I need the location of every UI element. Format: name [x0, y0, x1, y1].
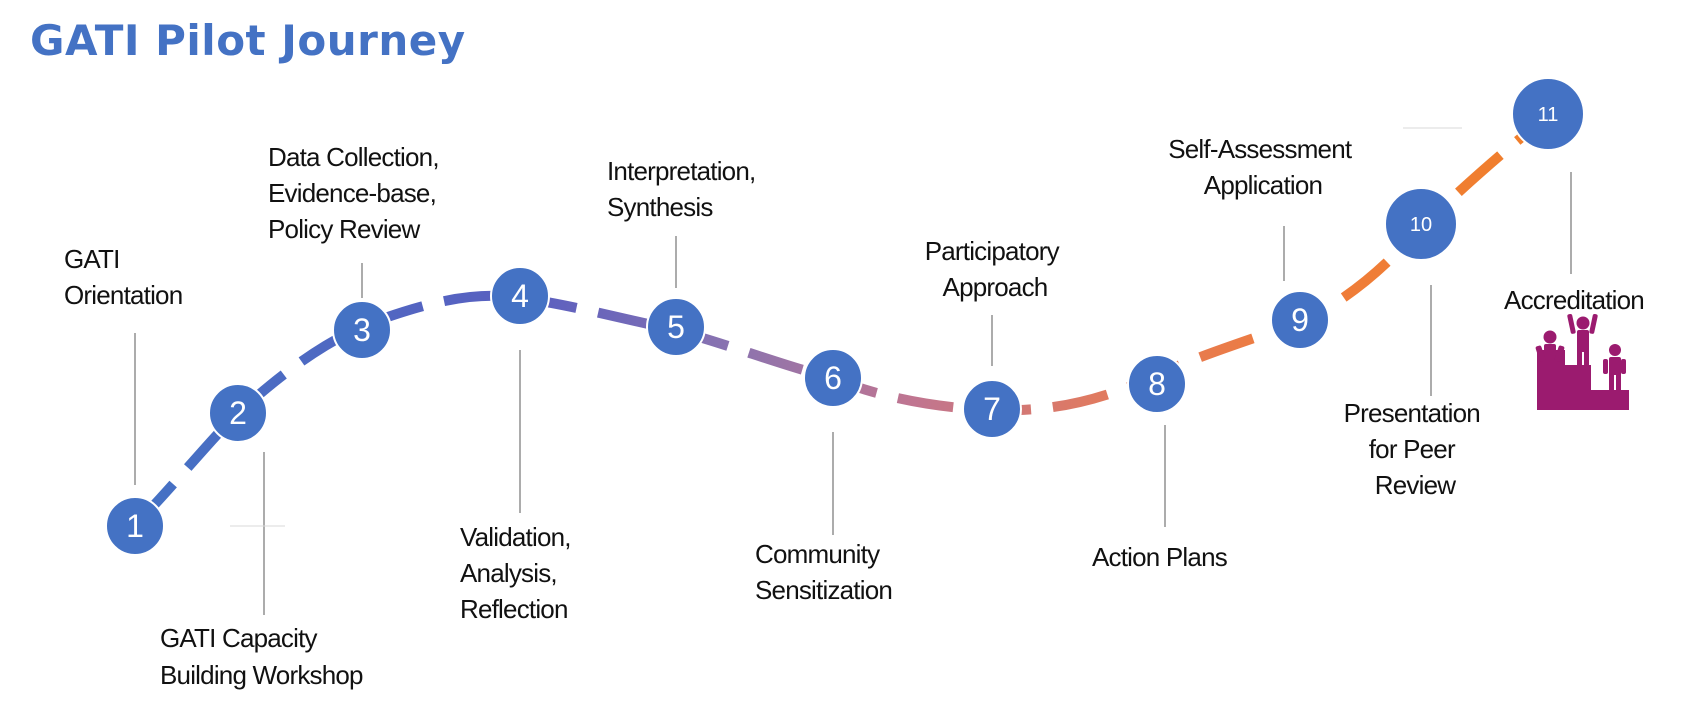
- step-node-5[interactable]: 5: [646, 297, 706, 357]
- step-node-2[interactable]: 2: [208, 383, 268, 443]
- step-node-7[interactable]: 7: [962, 379, 1022, 439]
- svg-text:10: 10: [1410, 214, 1432, 236]
- svg-text:1: 1: [126, 508, 144, 544]
- step-node-11[interactable]: 11: [1511, 77, 1585, 151]
- step-label-7: Participatory Approach: [925, 236, 1066, 302]
- page-title: GATI Pilot Journey: [30, 16, 466, 65]
- svg-text:9: 9: [1291, 302, 1309, 338]
- step-label-9: Self-Assessment Application: [1168, 134, 1358, 200]
- step-label-10: Presentation for Peer Review: [1344, 398, 1487, 500]
- step-node-3[interactable]: 3: [332, 300, 392, 360]
- svg-text:11: 11: [1538, 104, 1559, 126]
- svg-text:3: 3: [353, 312, 371, 348]
- svg-text:7: 7: [983, 391, 1001, 427]
- step-label-3: Data Collection, Evidence-base, Policy R…: [268, 142, 445, 244]
- step-labels: GATI Orientation GATI Capacity Building …: [64, 134, 1645, 690]
- svg-text:5: 5: [667, 309, 685, 345]
- podium-people-icon: [1535, 313, 1629, 410]
- svg-text:6: 6: [824, 360, 842, 396]
- step-node-4[interactable]: 4: [490, 266, 550, 326]
- step-label-6: Community Sensitization: [755, 539, 892, 605]
- step-node-8[interactable]: 8: [1127, 354, 1187, 414]
- decorative-lines: [230, 127, 1462, 527]
- step-label-8: Action Plans: [1092, 542, 1228, 572]
- step-label-4: Validation, Analysis, Reflection: [460, 522, 577, 624]
- step-node-9[interactable]: 9: [1270, 290, 1330, 350]
- step-node-1[interactable]: 1: [105, 496, 165, 556]
- svg-text:8: 8: [1148, 366, 1166, 402]
- connectors: [134, 172, 1572, 615]
- svg-text:2: 2: [229, 395, 247, 431]
- step-node-10[interactable]: 10: [1384, 187, 1458, 261]
- step-node-6[interactable]: 6: [803, 348, 863, 408]
- step-label-1: GATI Orientation: [64, 244, 182, 310]
- step-nodes: 1 2 3 4 5 6 7 8: [105, 77, 1585, 556]
- step-label-5: Interpretation, Synthesis: [607, 156, 762, 222]
- step-label-2: GATI Capacity Building Workshop: [160, 623, 363, 690]
- svg-text:4: 4: [511, 278, 529, 314]
- step-label-11: Accreditation: [1504, 285, 1644, 315]
